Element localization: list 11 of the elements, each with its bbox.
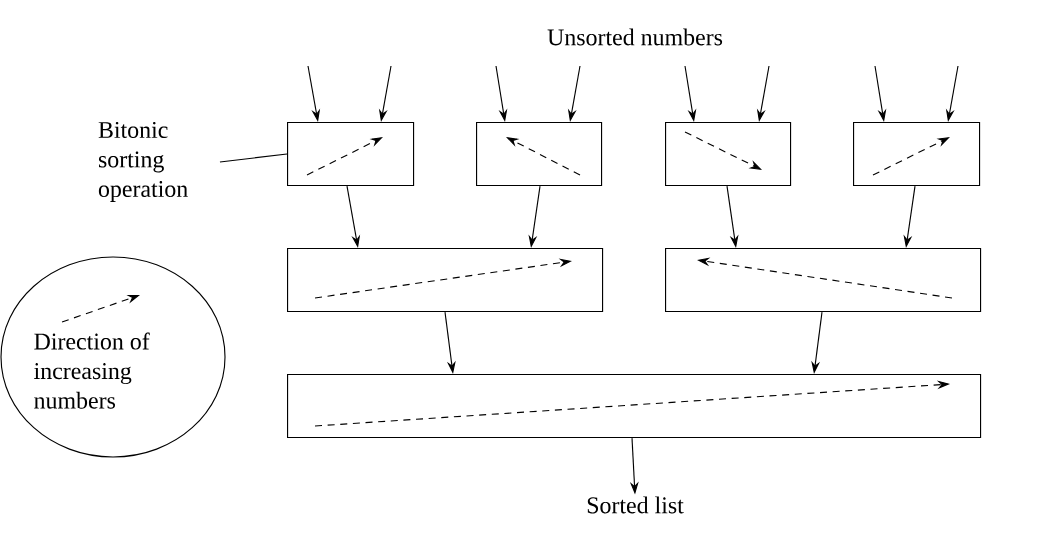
sorter-box bbox=[665, 248, 982, 313]
sorter-box bbox=[287, 374, 982, 439]
heading-text: Unsorted numbers bbox=[547, 28, 723, 46]
sorter-box bbox=[853, 122, 981, 187]
leader-line bbox=[219, 153, 288, 163]
sorter-box bbox=[665, 122, 792, 187]
sorter-box bbox=[287, 248, 604, 313]
sorter-box bbox=[476, 122, 603, 187]
sorter-box bbox=[287, 122, 415, 187]
annotation-text: Bitonic sorting operation bbox=[98, 121, 188, 202]
output-text: Sorted list bbox=[587, 496, 684, 514]
